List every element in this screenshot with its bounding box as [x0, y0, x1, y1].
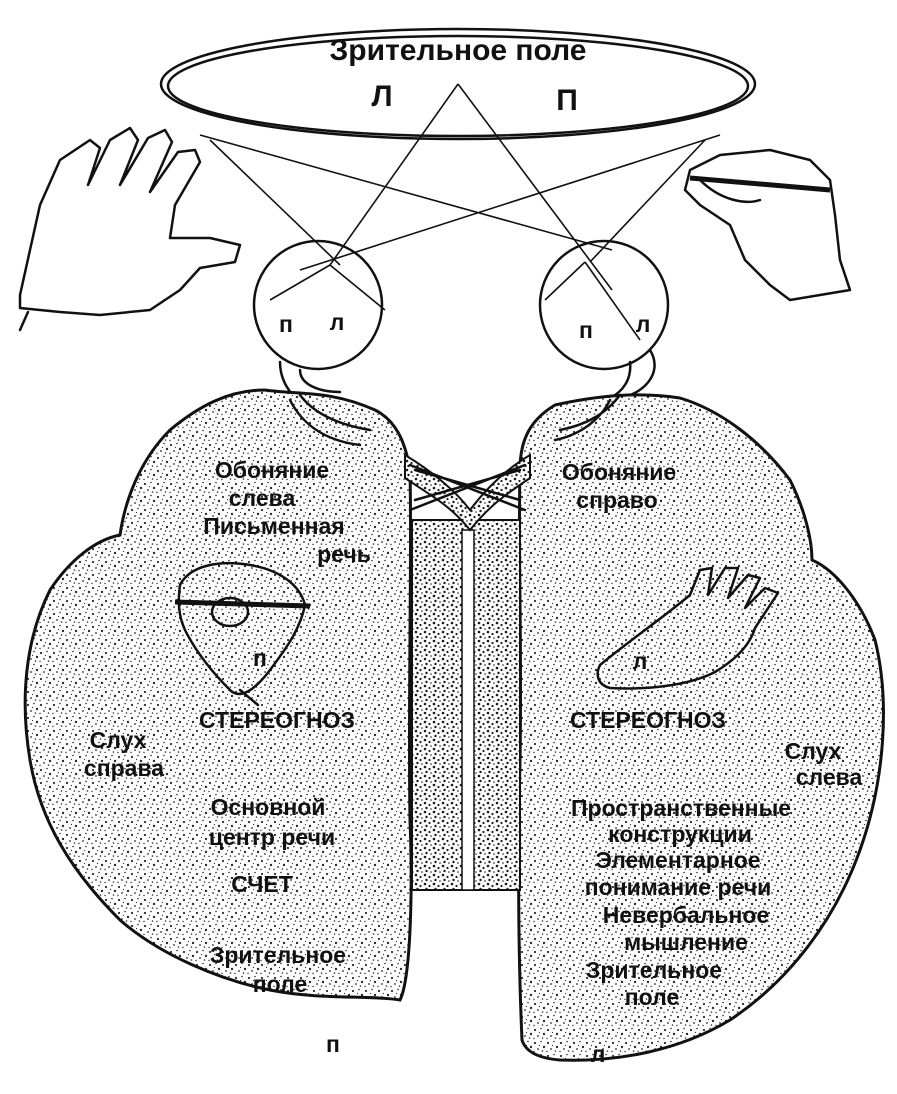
- left-hearing-line2: справа: [84, 755, 164, 781]
- right-hearing-line2: слева: [796, 764, 863, 790]
- left-open-hand-drawing: [20, 128, 240, 315]
- left-eye-mark-p: п: [279, 311, 293, 337]
- right-spatial-line1: Пространственные: [571, 795, 791, 821]
- visual-field-left-mark: Л: [371, 80, 392, 113]
- left-written-speech-line1: Письменная: [203, 513, 344, 539]
- right-nonverbal-line2: мышление: [624, 929, 748, 955]
- right-stereognosis: СТЕРЕОГНОЗ: [570, 707, 726, 733]
- right-eye-mark-l: л: [636, 311, 651, 337]
- visual-field-title: Зрительное поле: [330, 34, 587, 67]
- left-speech-center-line1: Основной: [211, 794, 326, 820]
- right-nonverbal-line1: Невербальное: [603, 902, 770, 928]
- visual-pathway-lines: [200, 84, 720, 340]
- left-written-speech-line2: речь: [317, 541, 371, 567]
- left-eyeball: [254, 241, 382, 369]
- right-bottom-mark: л: [591, 1041, 606, 1067]
- right-optic-nerve: [610, 350, 655, 398]
- visual-field-right-mark: П: [556, 84, 578, 117]
- right-spatial-line2: конструкции: [608, 821, 752, 847]
- right-hearing-line1: Слух: [785, 738, 842, 764]
- left-hand-mark: п: [253, 645, 267, 671]
- right-writing-hand-drawing: [685, 150, 850, 300]
- left-speech-center-line2: центр речи: [209, 824, 335, 850]
- left-bottom-mark: п: [326, 1031, 340, 1057]
- optic-chiasm: [405, 455, 530, 530]
- left-smell-line1: Обоняние: [215, 457, 329, 483]
- right-speech-understanding-line1: Элементарное: [595, 847, 760, 873]
- left-counting: СЧЕТ: [231, 871, 293, 897]
- right-smell-line1: Обоняние: [562, 459, 676, 485]
- right-speech-understanding-line2: понимание речи: [585, 874, 771, 900]
- right-eye-mark-p: п: [579, 317, 593, 343]
- left-stereognosis: СТЕРЕОГНОЗ: [199, 707, 355, 733]
- left-visual-field-line2: поле: [253, 971, 307, 997]
- left-hand-line: [20, 312, 28, 330]
- left-visual-field-line1: Зрительное: [210, 942, 346, 968]
- right-visual-field-line1: Зрительное: [586, 957, 722, 983]
- right-smell-line2: справо: [576, 487, 657, 513]
- left-hearing-line1: Слух: [90, 727, 147, 753]
- left-eye-mark-l: л: [330, 309, 345, 335]
- left-smell-line2: слева: [229, 485, 296, 511]
- central-gap: [462, 530, 474, 890]
- right-hand-mark: л: [633, 648, 648, 674]
- right-visual-field-line2: поле: [625, 984, 679, 1010]
